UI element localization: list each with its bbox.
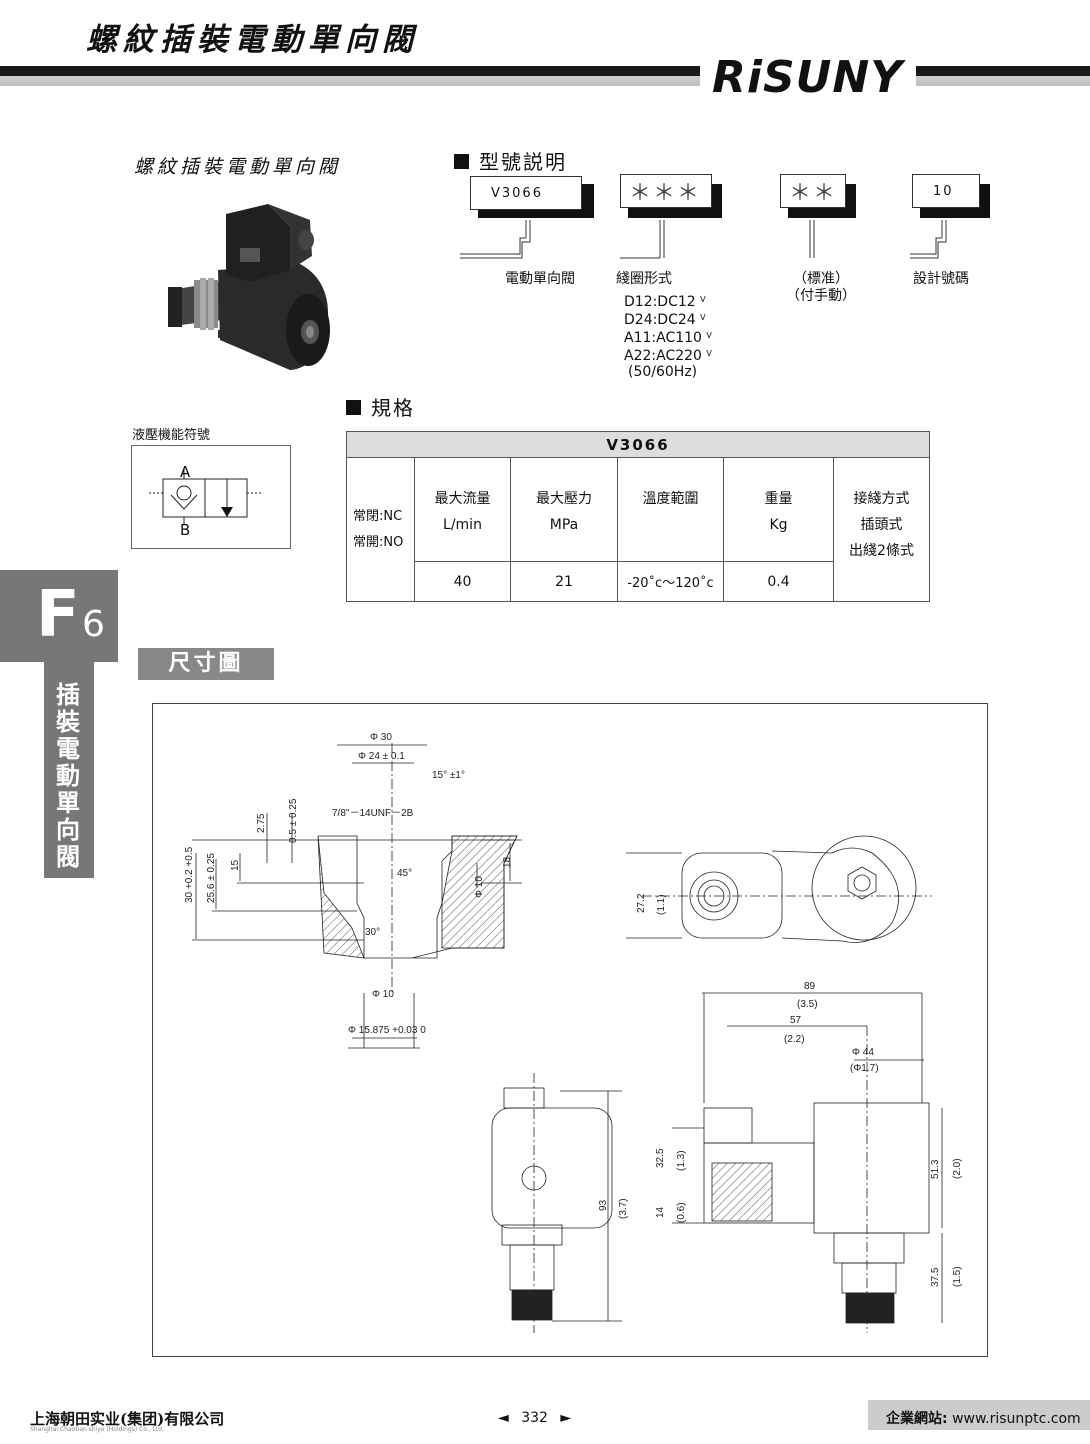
dim-phi17: (Φ1.7) — [850, 1063, 879, 1074]
dim-375: 37.5 — [930, 1267, 941, 1287]
dim-37: (3.7) — [618, 1198, 629, 1219]
dim-325: 32.5 — [655, 1148, 666, 1168]
symbol-label: 液壓機能符號 — [132, 428, 211, 443]
label-coil: 綫圈形式 — [616, 271, 672, 287]
dim-phi24: Φ 24 ± 0.1 — [358, 751, 405, 762]
side-tab-number: 6 — [82, 604, 105, 645]
label-standard: （標准） — [793, 271, 849, 287]
dim-93: 93 — [598, 1199, 609, 1211]
dim-275: 2.75 — [256, 813, 267, 833]
code-box-coil: ＊＊＊ — [620, 174, 712, 208]
label-manual: （付手動） — [786, 288, 856, 304]
footer-company: 上海朝田实业(集团)有限公司 — [30, 1410, 225, 1428]
bullet-square-icon — [346, 400, 361, 415]
port-a-label: A — [180, 463, 191, 481]
spec-value-weight: 0.4 — [723, 561, 834, 602]
model-heading: 型號説明 — [454, 146, 567, 175]
dim-angle15: 15° ±1° — [432, 770, 465, 781]
footer-band — [868, 1400, 1090, 1430]
footer-website: 企業網站: www.risunptc.com — [886, 1411, 1081, 1427]
dim-15b: (1.5) — [952, 1266, 963, 1287]
drawing-frame — [152, 703, 988, 1357]
dim-05: 0.5 ± 0.25 — [288, 798, 299, 843]
dim-11: (1.1) — [656, 894, 667, 915]
symbol-box — [131, 445, 291, 549]
coil-option: A22:AC220 — [624, 348, 702, 364]
dim-phi30: Φ 30 — [370, 732, 392, 743]
spec-col-connection: 接綫方式插頭式出綫2條式 — [833, 457, 930, 602]
coil-option: D12:DC12 — [624, 294, 696, 310]
dim-phi10: Φ 10 — [372, 989, 394, 1000]
spec-value-flow: 40 — [414, 561, 511, 602]
dim-30: 30 +0.2 +0.5 — [184, 846, 195, 903]
dim-thread: 7/8"－14UNF－2B — [332, 808, 414, 819]
coil-option: D24:DC24 — [624, 312, 696, 328]
dim-272: 27.2 — [636, 893, 647, 913]
dimension-heading: 尺寸圖 — [138, 648, 274, 680]
coil-option: A11:AC110 — [624, 330, 702, 346]
port-b-label: B — [180, 521, 191, 539]
side-tab — [0, 570, 118, 662]
dim-15: 15 — [230, 859, 241, 871]
spec-col-temperature: 溫度範圍 — [617, 457, 724, 562]
coil-options: D12:DC12 V D24:DC24 V A11:AC110 V A22:AC… — [624, 294, 712, 380]
brand-logo: RiSUNY — [712, 52, 904, 103]
dim-57: 57 — [790, 1015, 802, 1026]
spec-heading: 規格 — [346, 392, 415, 421]
bullet-square-icon — [454, 154, 469, 169]
dim-256: 25.6 ± 0.25 — [206, 853, 217, 903]
dim-13: (1.3) — [676, 1150, 687, 1171]
product-subtitle: 螺紋插裝電動單向閥 — [134, 156, 342, 178]
dim-20: (2.0) — [952, 1158, 963, 1179]
dim-06: (0.6) — [676, 1202, 687, 1223]
code-box-model: V3066 — [470, 176, 582, 210]
page-number: ◄ 332 ► — [498, 1410, 572, 1426]
spec-value-temperature: -20˚c～120˚c — [617, 561, 724, 602]
next-arrow-icon: ► — [560, 1410, 572, 1426]
dim-phi15875: Φ 15.875 +0.03 0 — [348, 1025, 426, 1036]
spec-value-pressure: 21 — [510, 561, 618, 602]
dim-22: (2.2) — [784, 1034, 805, 1045]
model-connectors — [460, 220, 947, 259]
page-title: 螺紋插裝電動單向閥 — [86, 22, 419, 58]
prev-arrow-icon: ◄ — [498, 1410, 509, 1426]
dim-45: 45° — [397, 868, 412, 879]
dim-18: 18 — [502, 856, 513, 868]
dim-phi10v: Φ 10 — [474, 876, 485, 898]
side-tab-letter: F — [36, 578, 80, 652]
side-tab-strip — [44, 662, 94, 878]
code-box-design: 10 — [912, 174, 980, 208]
code-box-option: ＊＊ — [780, 174, 846, 208]
frequency: (50/60Hz) — [628, 364, 698, 380]
header-bar-right — [916, 66, 1090, 86]
label-model: 電動單向閥 — [505, 271, 575, 287]
dim-513: 51.3 — [930, 1159, 941, 1179]
dim-89: 89 — [804, 981, 816, 992]
dim-30deg: 30° — [365, 927, 380, 938]
side-tab-text: 插裝電動單向閥 — [56, 681, 80, 871]
dim-35: (3.5) — [797, 999, 818, 1010]
footer-company-en: Shanghai Chaotian shiye (Holdings) Co., … — [30, 1426, 164, 1433]
dimension-drawing: Φ 30 Φ 24 ± 0.1 15° ±1° 7/8"－14UNF－2B 2.… — [184, 732, 963, 1333]
dim-14: 14 — [655, 1206, 666, 1218]
hydraulic-symbol-icon — [149, 469, 263, 525]
label-design: 設計號碼 — [913, 271, 969, 287]
dim-phi44: Φ 44 — [852, 1047, 874, 1058]
product-photo — [168, 204, 330, 370]
spec-table-title: V3066 — [346, 431, 930, 458]
